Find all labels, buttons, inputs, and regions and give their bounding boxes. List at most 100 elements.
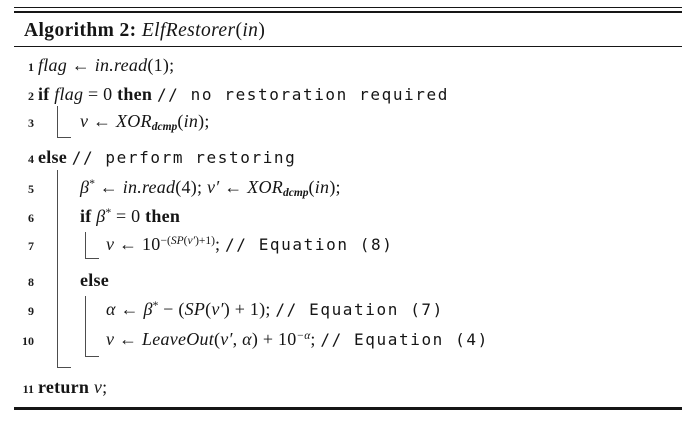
code-segment: v′	[187, 234, 196, 247]
code-segment: β	[143, 299, 153, 319]
code-segment: v	[106, 329, 115, 349]
code-segment: ←	[114, 329, 142, 349]
algo-line-8: 8 else	[0, 270, 699, 296]
algorithm-title: Algorithm 2: ElfRestorer(in)	[24, 20, 265, 42]
code-text: α ← β* − (SP(v′) + 1); // Equation (7)	[106, 299, 444, 320]
code-segment: Algorithm 2:	[24, 20, 142, 41]
code-segment: β	[80, 177, 90, 197]
line-number: 5	[28, 182, 34, 196]
algo-line-3: 3 v ← XORdcmp(in);	[0, 111, 699, 137]
line-number: 8	[28, 275, 34, 289]
code-segment: ←	[115, 299, 144, 319]
code-segment: in	[242, 20, 259, 41]
code-segment: then	[117, 84, 157, 104]
code-segment: in	[314, 177, 330, 197]
code-segment: SP	[184, 299, 206, 319]
code-segment: // perform restoring	[71, 148, 297, 167]
code-segment: (	[205, 299, 212, 319]
code-segment: flag	[38, 55, 68, 75]
line-number: 6	[28, 211, 34, 225]
line-number: 4	[28, 152, 34, 166]
code-segment: = 0	[83, 84, 118, 104]
code-segment: // Equation (7)	[275, 300, 444, 319]
code-segment: ←	[88, 111, 116, 131]
block-line-if-beta	[85, 232, 99, 259]
line-number: 10	[22, 334, 34, 348]
algo-line-11: 11 return v;	[0, 377, 699, 403]
code-segment: else	[38, 147, 72, 167]
block-line-else-inner	[85, 296, 99, 357]
code-segment: in.read	[94, 55, 148, 75]
code-segment: − (	[158, 299, 185, 319]
code-segment: −α	[296, 329, 311, 342]
code-segment: SP	[170, 234, 184, 247]
code-text: v ← LeaveOut(v′, α) + 10−α; // Equation …	[106, 329, 489, 350]
line-number: 7	[28, 239, 34, 253]
code-segment: ,	[232, 329, 243, 349]
code-segment: (4);	[175, 177, 208, 197]
code-segment: ← 10	[114, 234, 161, 254]
code-segment: else	[80, 270, 109, 290]
algo-line-7: 7 v ← 10−(SP(v′)+1); // Equation (8)	[0, 234, 699, 260]
code-segment: ←	[219, 177, 248, 197]
code-segment: α	[242, 329, 252, 349]
line-number: 3	[28, 116, 34, 130]
code-segment: (	[213, 329, 221, 349]
code-segment: LeaveOut	[142, 329, 214, 349]
code-segment: ElfRestorer	[141, 20, 236, 41]
code-text: else	[80, 270, 109, 291]
block-line-if-flag	[57, 106, 71, 138]
code-segment: ←	[94, 177, 123, 197]
code-text: v ← 10−(SP(v′)+1); // Equation (8)	[106, 234, 394, 255]
code-segment: )+1)	[195, 234, 215, 247]
code-segment: v	[106, 234, 115, 254]
code-segment: (	[235, 20, 243, 41]
code-text: v ← XORdcmp(in);	[80, 111, 210, 133]
block-line-else-outer	[57, 170, 71, 368]
code-segment: (	[308, 177, 315, 197]
code-segment: if	[38, 84, 55, 104]
code-segment: v′	[211, 299, 224, 319]
algo-line-1: 1 flag ← in.read(1);	[0, 55, 699, 81]
algo-line-4: 4 else // perform restoring	[0, 147, 699, 173]
algo-line-2: 2 if flag = 0 then // no restoration req…	[0, 84, 699, 110]
code-text: else // perform restoring	[38, 147, 296, 168]
code-segment: then	[145, 206, 181, 226]
algo-line-5: 5 β* ← in.read(4); v′ ← XORdcmp(in);	[0, 177, 699, 203]
code-segment: )	[258, 20, 266, 41]
algo-line-10: 10 v ← LeaveOut(v′, α) + 10−α; // Equati…	[0, 329, 699, 355]
code-text: if β* = 0 then	[80, 206, 180, 227]
caption-rule	[14, 45, 682, 47]
code-segment: β	[96, 206, 106, 226]
code-segment: );	[198, 111, 210, 131]
algo-line-9: 9 α ← β* − (SP(v′) + 1); // Equation (7)	[0, 299, 699, 325]
code-segment: (	[177, 111, 184, 131]
code-segment: ) + 10	[251, 329, 297, 349]
code-segment: in	[183, 111, 199, 131]
top-rule-outer	[14, 7, 682, 9]
line-number: 11	[22, 382, 34, 396]
code-segment: ) + 1);	[223, 299, 276, 319]
code-segment: dcmp	[282, 187, 309, 199]
code-segment: v	[80, 111, 89, 131]
code-text: flag ← in.read(1);	[38, 55, 174, 76]
code-segment: v′	[220, 329, 233, 349]
code-segment: );	[329, 177, 341, 197]
top-rule-inner	[14, 10, 682, 14]
code-segment: ;	[310, 329, 321, 349]
code-text: return v;	[38, 377, 107, 398]
code-text: if flag = 0 then // no restoration requi…	[38, 84, 449, 105]
code-segment: ;	[214, 234, 225, 254]
code-segment: dcmp	[151, 121, 178, 133]
code-segment: XOR	[116, 111, 152, 131]
code-segment: v′	[207, 177, 220, 197]
code-segment: *	[105, 206, 112, 219]
code-text: β* ← in.read(4); v′ ← XORdcmp(in);	[80, 177, 341, 199]
code-segment: return	[38, 377, 94, 397]
code-segment: ;	[102, 377, 108, 397]
code-segment: v	[93, 377, 103, 397]
code-segment: −(	[160, 234, 171, 247]
code-segment: *	[89, 177, 95, 190]
code-segment: in.read	[122, 177, 176, 197]
